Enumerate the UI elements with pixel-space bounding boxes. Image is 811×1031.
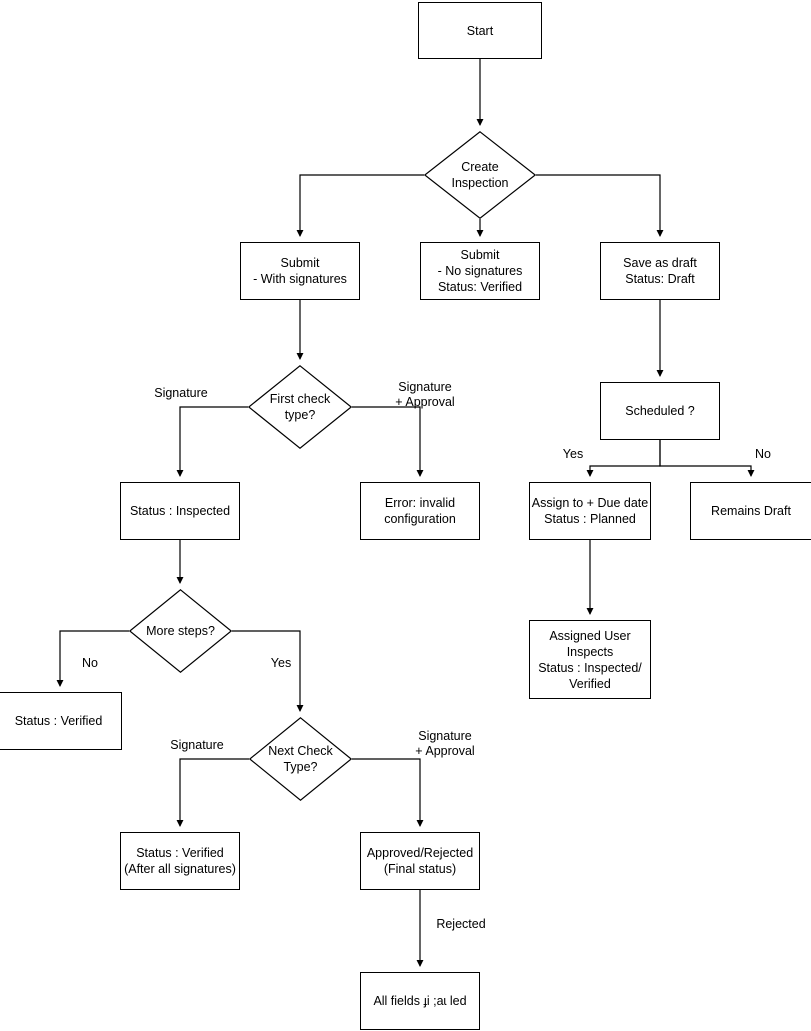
lbl-no-moresteps: No <box>82 656 98 670</box>
edge-nextcheck-verified2 <box>176 758 249 827</box>
node-label-next_check: Next Check Type? <box>268 744 333 774</box>
lbl-rejected: Rejected <box>436 917 486 931</box>
node-label-create: Create Inspection <box>451 160 509 190</box>
node-label-approved_rejected: Approved/Rejected (Final status) <box>366 846 474 876</box>
node-error_invalid[interactable]: Error: invalid configuration <box>360 482 480 540</box>
node-label-assign_due: Assign to + Due date Status : Planned <box>531 496 649 526</box>
node-next_check[interactable]: Next Check Type? <box>249 717 352 801</box>
node-label-all_fields: All fields ɟi ;aɩ led <box>373 994 467 1008</box>
edge-scheduled-remains <box>659 440 755 477</box>
node-start[interactable]: Start <box>418 2 542 59</box>
node-first_check[interactable]: First check type? <box>248 365 352 449</box>
lbl-yes-moresteps: Yes <box>270 656 292 670</box>
node-label-submit_no: Submit - No signatures Status: Verified <box>437 248 523 294</box>
node-label-first_check: First check type? <box>269 392 331 422</box>
lbl-signature-2: Signature <box>170 738 224 752</box>
node-more_steps[interactable]: More steps? <box>129 589 232 673</box>
node-label-scheduled: Scheduled ? <box>625 404 695 418</box>
node-label-assigned_user: Assigned User Inspects Status : Inspecte… <box>538 628 642 691</box>
lbl-signature-1: Signature <box>154 386 208 400</box>
node-label-status_inspected: Status : Inspected <box>129 504 231 518</box>
node-save_draft[interactable]: Save as draft Status: Draft <box>600 242 720 300</box>
node-remains_draft[interactable]: Remains Draft <box>690 482 811 540</box>
node-label-error_invalid: Error: invalid configuration <box>384 496 456 526</box>
edge-moresteps-verified <box>56 630 129 687</box>
edge-firstcheck-error <box>352 406 424 477</box>
node-label-start: Start <box>466 23 494 38</box>
node-label-status_verified2: Status : Verified (After all signatures) <box>124 846 236 876</box>
lbl-yes-scheduled: Yes <box>562 447 584 461</box>
node-label-submit_with: Submit - With signatures <box>253 256 347 286</box>
node-assigned_user[interactable]: Assigned User Inspects Status : Inspecte… <box>529 620 651 699</box>
node-scheduled[interactable]: Scheduled ? <box>600 382 720 440</box>
node-label-status_verified: Status : Verified <box>14 714 103 728</box>
node-approved_rejected[interactable]: Approved/Rejected (Final status) <box>360 832 480 890</box>
node-label-more_steps: More steps? <box>146 624 215 638</box>
node-status_inspected[interactable]: Status : Inspected <box>120 482 240 540</box>
node-all_fields[interactable]: All fields ɟi ;aɩ led <box>360 972 480 1030</box>
edge-scheduled-assign <box>586 440 661 477</box>
node-submit_with[interactable]: Submit - With signatures <box>240 242 360 300</box>
edge-nextcheck-approved <box>352 758 424 827</box>
node-status_verified[interactable]: Status : Verified <box>0 692 122 750</box>
edge-create-savedraft <box>536 174 664 237</box>
lbl-no-scheduled: No <box>755 447 771 461</box>
lbl-signature-approval-1: Signature + Approval <box>395 380 455 409</box>
node-label-save_draft: Save as draft Status: Draft <box>623 256 697 286</box>
node-status_verified2[interactable]: Status : Verified (After all signatures) <box>120 832 240 890</box>
edge-create-submitwith <box>296 174 424 237</box>
node-create[interactable]: Create Inspection <box>424 131 536 219</box>
lbl-signature-approval-2: Signature + Approval <box>415 729 475 758</box>
node-assign_due[interactable]: Assign to + Due date Status : Planned <box>529 482 651 540</box>
edge-firstcheck-inspected <box>176 406 248 477</box>
node-submit_no[interactable]: Submit - No signatures Status: Verified <box>420 242 540 300</box>
edge-moresteps-nextcheck <box>232 630 304 712</box>
node-label-remains_draft: Remains Draft <box>711 504 791 518</box>
edge-group <box>56 59 755 967</box>
